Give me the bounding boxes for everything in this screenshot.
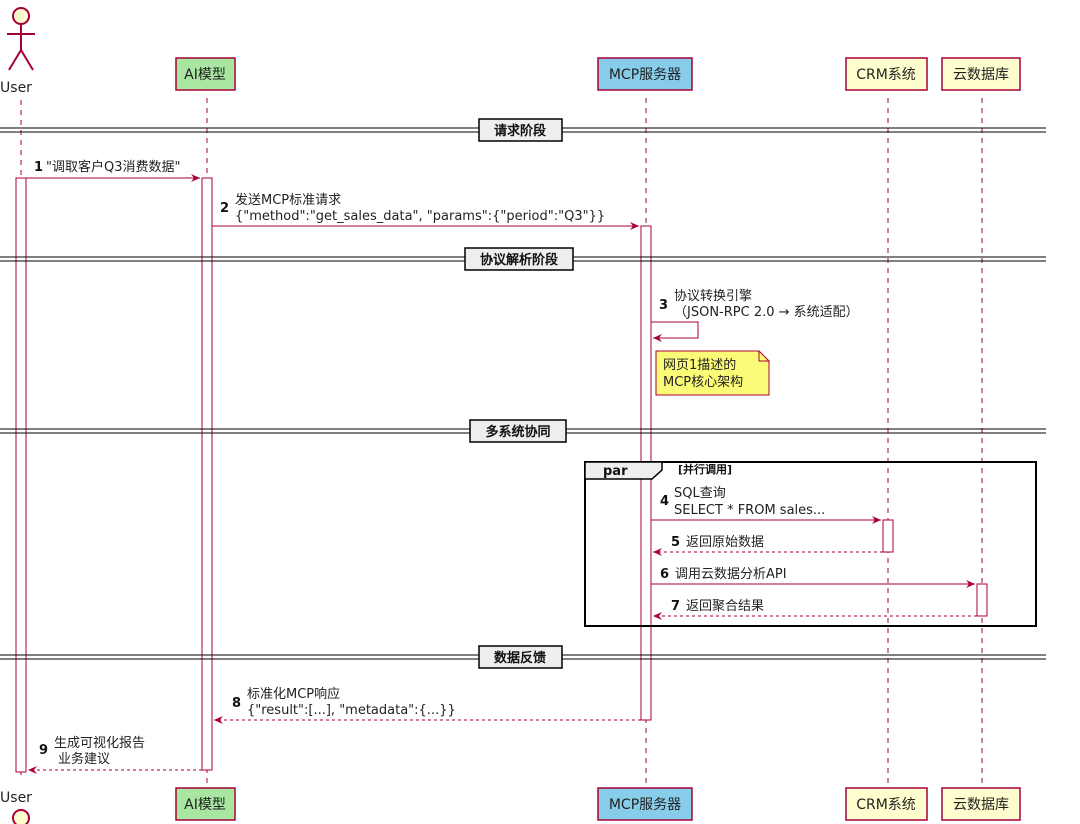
divider-request: 请求阶段: [0, 118, 1046, 142]
svg-text:4: 4: [660, 494, 669, 509]
message-9: 9 生成可视化报告 业务建议: [28, 736, 202, 774]
participant-box-cloud-top: [941, 57, 1021, 91]
participant-label-ai-bottom: AI模型: [184, 797, 226, 813]
svg-text:数据反馈: 数据反馈: [494, 650, 546, 666]
participant-box-mcp-top: [597, 57, 693, 91]
participant-label-mcp-bottom: MCP服务器: [609, 797, 681, 813]
participant-box-mcp-bottom: [597, 787, 693, 821]
svg-text:多系统协同: 多系统协同: [485, 424, 550, 440]
participant-label-cloud-bottom: 云数据库: [953, 797, 1009, 813]
actor-user-bottom-head: [12, 809, 30, 824]
svg-text:"调取客户Q3消费数据": "调取客户Q3消费数据": [46, 159, 180, 175]
svg-text:9: 9: [39, 743, 48, 758]
participant-box-crm-bottom: [845, 787, 928, 821]
svg-text:标准化MCP响应: 标准化MCP响应: [247, 686, 340, 702]
divider-multisystem: 多系统协同: [0, 419, 1046, 443]
svg-text:返回聚合结果: 返回聚合结果: [686, 599, 764, 614]
participant-label-user-top: User: [0, 80, 32, 96]
message-7: 7 返回聚合结果: [653, 599, 977, 620]
svg-text:{"method":"get_sales_data", "p: {"method":"get_sales_data", "params":{"p…: [235, 209, 605, 224]
svg-text:调用云数据分析API: 调用云数据分析API: [675, 567, 787, 582]
svg-text:5: 5: [671, 535, 680, 550]
svg-text:发送MCP标准请求: 发送MCP标准请求: [235, 192, 341, 208]
svg-text:协议解析阶段: 协议解析阶段: [480, 252, 558, 268]
activation-cloud: [976, 583, 988, 617]
svg-text:7: 7: [671, 599, 680, 614]
svg-text:6: 6: [660, 567, 669, 582]
activation-crm: [882, 519, 894, 553]
participant-box-crm-top: [845, 57, 928, 91]
svg-text:8: 8: [232, 696, 241, 711]
participant-label-crm-top: CRM系统: [856, 67, 916, 83]
svg-text:协议转换引擎: 协议转换引擎: [674, 289, 752, 304]
svg-text:3: 3: [659, 298, 668, 313]
svg-text:网页1描述的: 网页1描述的: [663, 357, 736, 373]
par-keyword: par: [603, 464, 628, 479]
participant-box-ai-top: [175, 57, 236, 91]
participant-box-ai-bottom: [175, 787, 236, 821]
message-5: 5 返回原始数据: [653, 535, 883, 556]
activation-ai: [201, 177, 213, 771]
message-2: 2 发送MCP标准请求 {"method":"get_sales_data", …: [212, 192, 639, 230]
participant-box-cloud-bottom: [941, 787, 1021, 821]
message-1: 1 "调取客户Q3消费数据": [26, 159, 200, 182]
svg-text:1: 1: [34, 160, 43, 175]
activation-user: [15, 177, 27, 773]
participant-label-user-bottom: User: [0, 790, 32, 806]
svg-text:生成可视化报告: 生成可视化报告: [54, 736, 145, 751]
participant-label-crm-bottom: CRM系统: [856, 797, 916, 813]
svg-text:返回原始数据: 返回原始数据: [686, 535, 764, 550]
svg-text:{"result":[...], "metadata":{.: {"result":[...], "metadata":{...}}: [247, 703, 456, 718]
par-guard: [并行调用]: [678, 462, 732, 476]
divider-feedback: 数据反馈: [0, 645, 1046, 669]
message-6: 6 调用云数据分析API: [651, 567, 975, 588]
message-4: 4 SQL查询 SELECT * FROM sales...: [651, 486, 881, 524]
svg-text:（JSON-RPC 2.0 → 系统适配）: （JSON-RPC 2.0 → 系统适配）: [674, 305, 859, 320]
svg-text:请求阶段: 请求阶段: [494, 123, 546, 139]
participant-label-ai-top: AI模型: [184, 67, 226, 83]
note-mcp-architecture: 网页1描述的 MCP核心架构: [655, 350, 770, 396]
message-3: 3 协议转换引擎 （JSON-RPC 2.0 → 系统适配）: [651, 289, 859, 342]
svg-text:MCP核心架构: MCP核心架构: [663, 375, 743, 390]
divider-protocol: 协议解析阶段: [0, 247, 1046, 271]
actor-user-top: [7, 7, 35, 71]
participant-label-mcp-top: MCP服务器: [609, 67, 681, 83]
svg-text:业务建议: 业务建议: [58, 751, 110, 767]
par-fragment: par [并行调用]: [584, 461, 1037, 627]
svg-text:SQL查询: SQL查询: [674, 486, 726, 501]
svg-text:SELECT * FROM sales...: SELECT * FROM sales...: [674, 503, 825, 518]
svg-text:2: 2: [220, 201, 229, 216]
message-8: 8 标准化MCP响应 {"result":[...], "metadata":{…: [214, 686, 641, 724]
participant-label-cloud-top: 云数据库: [953, 67, 1009, 83]
